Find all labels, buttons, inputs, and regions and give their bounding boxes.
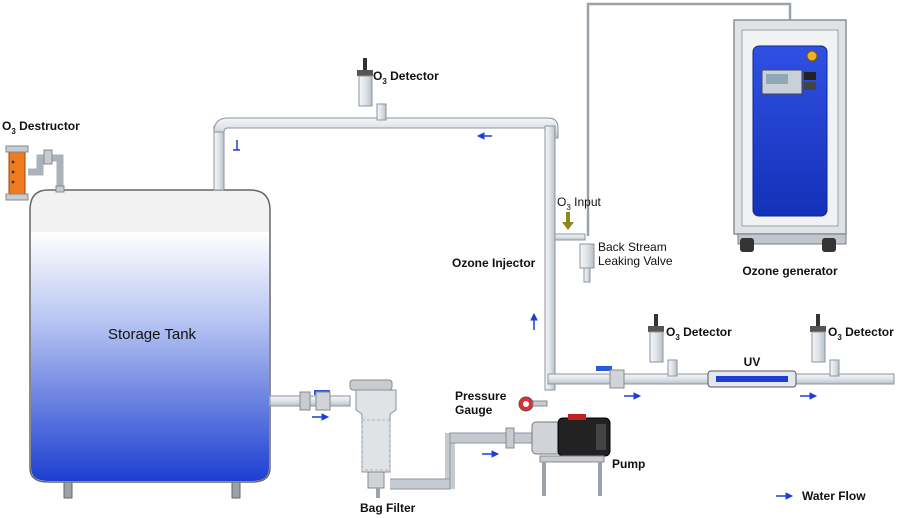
o3-input-label: O3 Input <box>557 195 601 212</box>
pressure-gauge-label-line1: Pressure <box>455 389 507 403</box>
ozone-generator-label: Ozone generator <box>742 264 838 278</box>
o3-detector-middle-label: O3 Detector <box>666 325 732 342</box>
o3-subscript: 3 <box>11 127 16 136</box>
ozone-feed-line <box>586 2 792 236</box>
water-flow-arrow-icon <box>476 132 492 140</box>
o3-symbol: O <box>557 195 566 209</box>
water-flow-arrow-icon <box>800 392 818 400</box>
back-stream-label-line2: Leaking Valve <box>598 254 673 268</box>
bag-filter-label: Bag Filter <box>360 501 416 515</box>
o3-symbol: O <box>2 119 11 133</box>
filter-to-pump-pipe <box>390 427 540 490</box>
ozone-input-arrow-icon <box>562 212 574 230</box>
o3-subscript: 3 <box>566 203 571 212</box>
o3-subscript: 3 <box>837 333 842 342</box>
legend-water-flow-label: Water Flow <box>802 489 866 503</box>
detector-word: Detector <box>387 69 439 83</box>
o3-symbol: O <box>828 325 837 339</box>
bag-filter: Bag Filter <box>349 379 416 515</box>
o3-detector-right: O3 Detector <box>810 314 894 377</box>
water-flow-arrow-icon <box>312 413 330 421</box>
water-flow-arrow-icon <box>482 450 500 458</box>
ozone-injector-label: Ozone Injector <box>452 256 536 270</box>
o3-detector-top: O3 Detector <box>357 58 439 121</box>
storage-tank-label: Storage Tank <box>108 326 197 343</box>
o3-subscript: 3 <box>382 77 387 86</box>
o3-subscript: 3 <box>675 333 680 342</box>
detector-word: Detector <box>842 325 894 339</box>
water-flow-arrow-icon <box>624 392 642 400</box>
return-pipe <box>213 117 559 391</box>
pressure-gauge-label-line2: Gauge <box>455 403 493 417</box>
water-flow-arrow-icon <box>530 312 538 330</box>
o3-destructor-label: O3 Destructor <box>2 119 80 136</box>
o3-detector-middle: O3 Detector <box>648 314 732 377</box>
o3-detector-right-label: O3 Detector <box>828 325 894 342</box>
water-flow-arrow-icon <box>776 492 794 500</box>
water-flow-arrow-icon <box>233 140 240 151</box>
detector-word: Detector <box>680 325 732 339</box>
outlet-pipe: UV <box>547 355 895 389</box>
ozone-input: O3 Input Back Stream Leaking Valve Ozone… <box>452 195 673 283</box>
uv-label: UV <box>744 355 761 369</box>
destructor-word: Destructor <box>16 119 80 133</box>
tank-outlet-pipe <box>269 390 351 411</box>
ozone-generator: Ozone generator <box>733 19 847 278</box>
back-stream-label-line1: Back Stream <box>598 240 667 254</box>
flow-arrows <box>233 132 818 458</box>
o3-destructor: O3 Destructor <box>2 119 80 201</box>
legend: Water Flow <box>776 489 866 503</box>
pressure-gauge: Pressure Gauge <box>455 389 548 417</box>
pump: Pump <box>531 414 645 496</box>
storage-tank: Storage Tank <box>29 189 271 499</box>
pump-label: Pump <box>612 457 645 471</box>
o3-detector-top-label: O3 Detector <box>373 69 439 86</box>
o3-symbol: O <box>666 325 675 339</box>
o3-symbol: O <box>373 69 382 83</box>
input-word: Input <box>571 195 602 209</box>
